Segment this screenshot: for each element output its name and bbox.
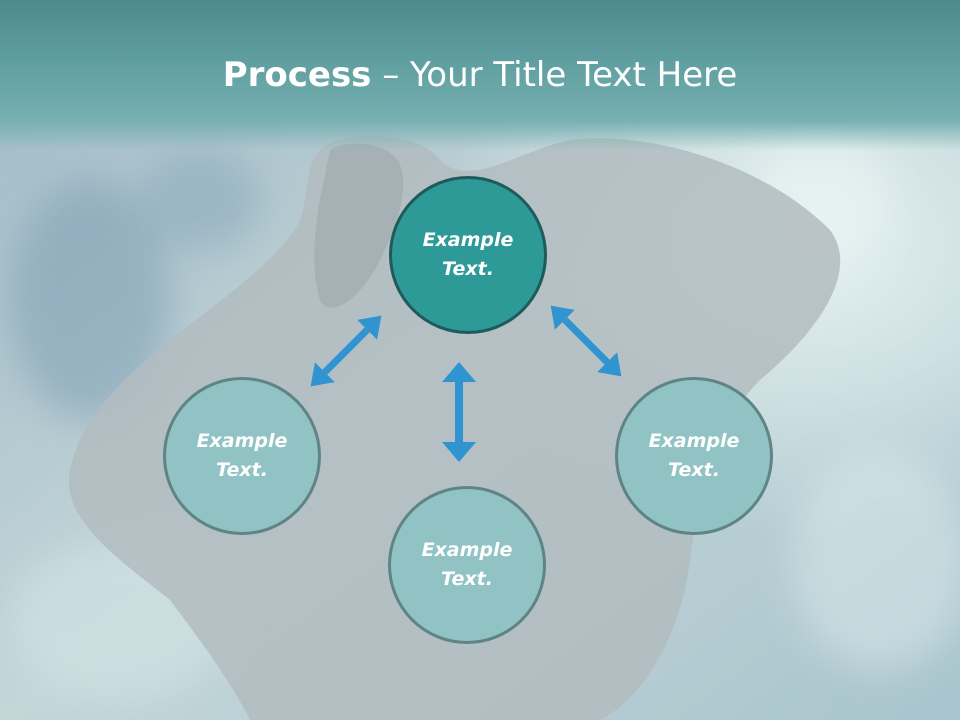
center-node-line1: Example (422, 229, 514, 251)
slide-title: Process – Your Title Text Here (0, 52, 960, 98)
title-rest: – Your Title Text Here (371, 55, 738, 95)
right-node-line2: Text. (668, 459, 720, 481)
bottom-node-line1: Example (421, 539, 513, 561)
right-node-line1: Example (648, 430, 740, 452)
title-bar (0, 0, 960, 150)
double-headed-arrow-icon (550, 305, 622, 377)
bottom-node-line2: Text. (441, 568, 493, 590)
double-headed-arrow-icon (442, 362, 476, 462)
bottom-node-label: Example Text. (407, 536, 527, 594)
left-node: Example Text. (163, 377, 321, 535)
center-node: Example Text. (389, 176, 547, 334)
right-node-label: Example Text. (634, 427, 754, 485)
center-node-line2: Text. (442, 258, 494, 280)
center-node-label: Example Text. (408, 226, 528, 284)
double-headed-arrow-icon (310, 315, 382, 387)
title-bold: Process (222, 55, 372, 95)
left-node-label: Example Text. (182, 427, 302, 485)
bottom-node: Example Text. (388, 486, 546, 644)
left-node-line2: Text. (216, 459, 268, 481)
right-node: Example Text. (615, 377, 773, 535)
left-node-line1: Example (196, 430, 288, 452)
